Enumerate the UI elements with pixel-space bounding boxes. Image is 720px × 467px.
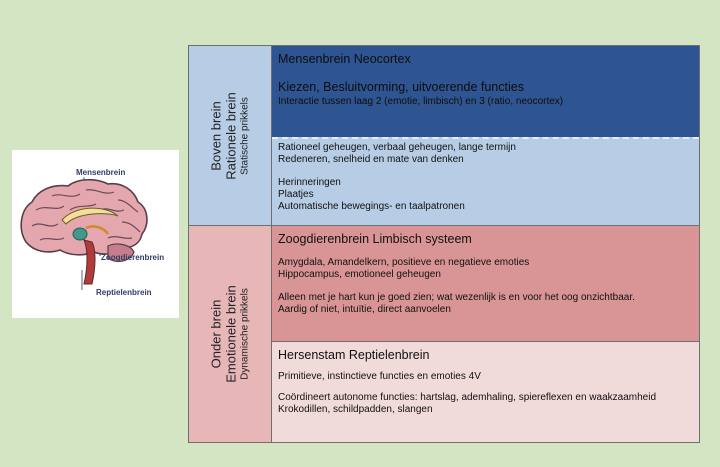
brain-layers-table: Boven brein Rationele brein Statische pr… [188,45,700,443]
reptile-heading: Hersenstam Reptielenbrein [278,348,430,362]
rational-cell: Rationeel geheugen, verbaal geheugen, la… [272,137,699,226]
reptile-line: Primitieve, instinctieve functies en emo… [278,371,481,382]
reptile-cell: Hersenstam Reptielenbrein Primitieve, in… [272,342,699,442]
lower-brain-subtitle: Emotionele brein [223,285,239,383]
rational-line: Plaatjes [278,189,314,200]
label-mensenbrein: Mensenbrein [76,168,126,177]
brain-icon [20,177,148,290]
upper-brain-title: Boven brein [208,100,224,171]
limbic-line: Amygdala, Amandelkern, positieve en nega… [278,257,530,268]
limbic-line: Aardig of niet, intuïtie, direct aanvoel… [278,304,451,315]
upper-brain-subtitle: Rationele brein [223,91,239,180]
neocortex-subheading: Kiezen, Besluitvorming, uitvoerende func… [278,80,524,94]
lower-brain-caption: Dynamische prikkels [239,288,251,380]
label-zoogdierenbrein: Zoogdierenbrein [101,253,165,262]
neocortex-line: Interactie tussen laag 2 (emotie, limbis… [278,96,564,107]
neocortex-cell: Mensenbrein Neocortex Kiezen, Besluitvor… [272,46,699,137]
rational-line: Redeneren, snelheid en mate van denken [278,154,464,165]
label-reptielenbrein: Reptielenbrein [96,288,152,297]
upper-brain-caption: Statische prikkels [239,96,251,175]
neocortex-heading: Mensenbrein Neocortex [278,52,411,66]
rational-line: Rationeel geheugen, verbaal geheugen, la… [278,142,516,153]
limbic-line: Alleen met je hart kun je goed zien; wat… [278,292,635,303]
rational-line: Herinneringen [278,177,341,188]
limbic-heading: Zoogdierenbrein Limbisch systeem [278,232,472,246]
reptile-line: Krokodillen, schildpadden, slangen [278,404,433,415]
brain-illustration: Mensenbrein Zoogdierenbrein Reptielenbre… [12,150,179,318]
side-upper-brain: Boven brein Rationele brein Statische pr… [189,46,272,226]
rational-line: Automatische bewegings- en taalpatronen [278,201,465,212]
limbic-cell: Zoogdierenbrein Limbisch systeem Amygdal… [272,226,699,342]
reptile-line: Coördineert autonome functies: hartslag,… [278,392,657,403]
lower-brain-title: Onder brein [208,299,224,369]
limbic-line: Hippocampus, emotioneel geheugen [278,269,441,280]
side-lower-brain: Onder brein Emotionele brein Dynamische … [189,226,272,442]
